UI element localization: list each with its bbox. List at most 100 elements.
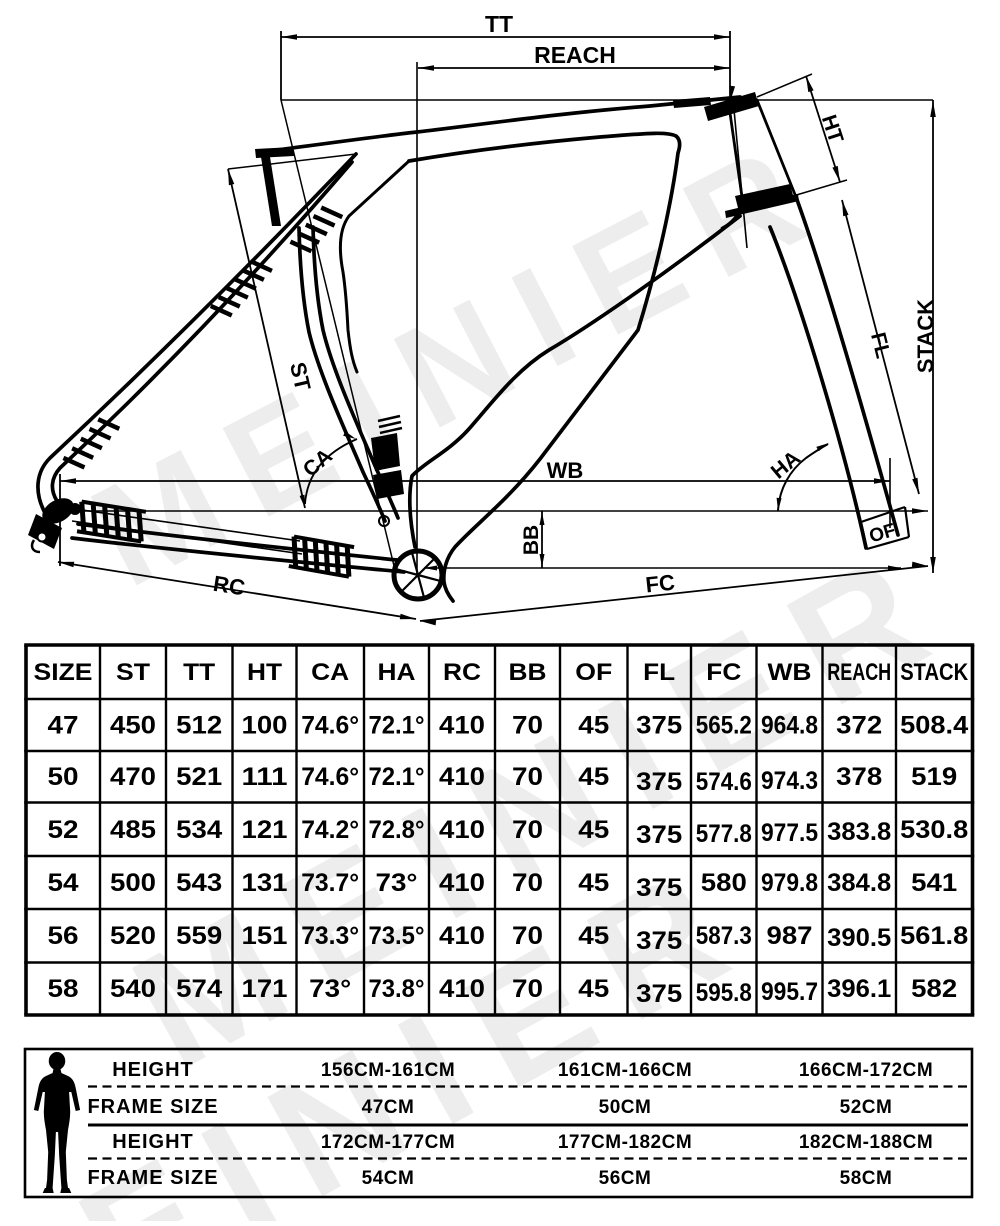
svg-text:RC: RC [212,571,247,601]
svg-text:73°: 73° [309,975,351,1003]
svg-text:74.6°: 74.6° [301,712,359,740]
svg-text:111: 111 [242,763,288,791]
svg-text:161CM-166CM: 161CM-166CM [558,1060,692,1081]
svg-text:50: 50 [48,763,79,791]
svg-text:45: 45 [578,712,609,740]
svg-text:58: 58 [48,975,79,1003]
svg-text:73.5°: 73.5° [369,922,425,950]
svg-text:FRAME SIZE: FRAME SIZE [87,1167,218,1189]
svg-text:45: 45 [578,869,609,897]
svg-text:SIZE: SIZE [34,659,93,686]
svg-text:587.3: 587.3 [696,922,752,950]
svg-text:73.7°: 73.7° [301,869,359,897]
svg-text:561.8: 561.8 [900,922,968,950]
svg-text:70: 70 [512,922,543,950]
svg-text:172CM-177CM: 172CM-177CM [321,1132,455,1153]
svg-text:500: 500 [110,869,156,897]
svg-text:512: 512 [176,712,222,740]
svg-text:541: 541 [911,869,957,897]
svg-text:470: 470 [110,763,156,791]
svg-text:HA: HA [378,659,416,686]
svg-text:100: 100 [242,712,288,740]
svg-text:45: 45 [578,816,609,844]
svg-text:372: 372 [836,712,882,740]
svg-text:410: 410 [439,763,485,791]
svg-text:73.3°: 73.3° [301,922,359,950]
svg-text:375: 375 [636,712,682,740]
svg-text:410: 410 [439,869,485,897]
svg-text:73.8°: 73.8° [369,975,425,1003]
svg-text:HEIGHT: HEIGHT [112,1131,194,1153]
svg-text:410: 410 [439,816,485,844]
svg-text:390.5: 390.5 [827,924,891,952]
svg-text:156CM-161CM: 156CM-161CM [321,1060,455,1081]
svg-text:FC: FC [644,570,676,598]
svg-text:54: 54 [48,869,79,897]
svg-text:54CM: 54CM [362,1168,415,1189]
svg-text:70: 70 [512,712,543,740]
svg-text:74.6°: 74.6° [301,763,359,791]
svg-text:72.1°: 72.1° [369,712,425,740]
svg-text:410: 410 [439,712,485,740]
svg-text:REACH: REACH [534,42,616,68]
svg-text:121: 121 [242,816,288,844]
svg-text:HT: HT [247,659,282,686]
svg-text:384.8: 384.8 [827,869,891,897]
svg-text:70: 70 [512,816,543,844]
svg-text:FL: FL [643,659,675,686]
svg-text:WB: WB [547,458,584,483]
svg-text:FRAME SIZE: FRAME SIZE [87,1096,218,1118]
svg-text:45: 45 [578,763,609,791]
svg-text:45: 45 [578,922,609,950]
svg-text:STACK: STACK [913,299,938,373]
svg-text:56: 56 [48,922,79,950]
svg-text:540: 540 [110,975,156,1003]
svg-text:47CM: 47CM [362,1097,415,1118]
svg-text:565.2: 565.2 [696,712,752,740]
svg-text:72.8°: 72.8° [369,816,425,844]
svg-text:BB: BB [520,525,543,555]
svg-text:70: 70 [512,869,543,897]
svg-text:151: 151 [242,922,288,950]
svg-text:70: 70 [512,763,543,791]
svg-text:72.1°: 72.1° [369,763,425,791]
svg-text:375: 375 [636,980,682,1008]
svg-text:534: 534 [176,816,222,844]
svg-text:131: 131 [242,869,288,897]
svg-text:OF: OF [575,659,612,686]
svg-text:995.7: 995.7 [761,978,818,1006]
svg-text:580: 580 [701,869,747,897]
svg-text:FC: FC [706,659,741,686]
svg-text:375: 375 [636,874,682,902]
svg-text:375: 375 [636,821,682,849]
svg-text:383.8: 383.8 [827,818,891,846]
svg-text:182CM-188CM: 182CM-188CM [799,1132,933,1153]
svg-text:577.8: 577.8 [696,820,752,848]
svg-text:410: 410 [439,975,485,1003]
svg-text:574.6: 574.6 [696,768,752,796]
svg-text:974.3: 974.3 [761,767,818,795]
svg-text:52: 52 [48,816,79,844]
svg-text:375: 375 [636,927,682,955]
svg-text:582: 582 [911,975,957,1003]
svg-text:BB: BB [509,659,547,686]
svg-text:HEIGHT: HEIGHT [112,1059,194,1081]
svg-text:73°: 73° [376,869,418,897]
svg-text:RC: RC [443,659,481,686]
svg-text:REACH: REACH [827,659,891,686]
svg-text:70: 70 [512,975,543,1003]
svg-text:378: 378 [836,763,882,791]
svg-text:964.8: 964.8 [761,712,818,740]
svg-text:TT: TT [485,11,513,37]
svg-text:521: 521 [176,763,222,791]
svg-text:74.2°: 74.2° [301,816,359,844]
svg-text:530.8: 530.8 [900,816,968,844]
svg-text:375: 375 [636,768,682,796]
svg-text:58CM: 58CM [840,1168,893,1189]
svg-text:519: 519 [911,763,957,791]
svg-text:508.4: 508.4 [900,712,968,740]
svg-text:ST: ST [116,659,150,686]
svg-text:47: 47 [48,712,79,740]
svg-text:STACK: STACK [900,659,969,686]
svg-text:595.8: 595.8 [696,979,752,1007]
